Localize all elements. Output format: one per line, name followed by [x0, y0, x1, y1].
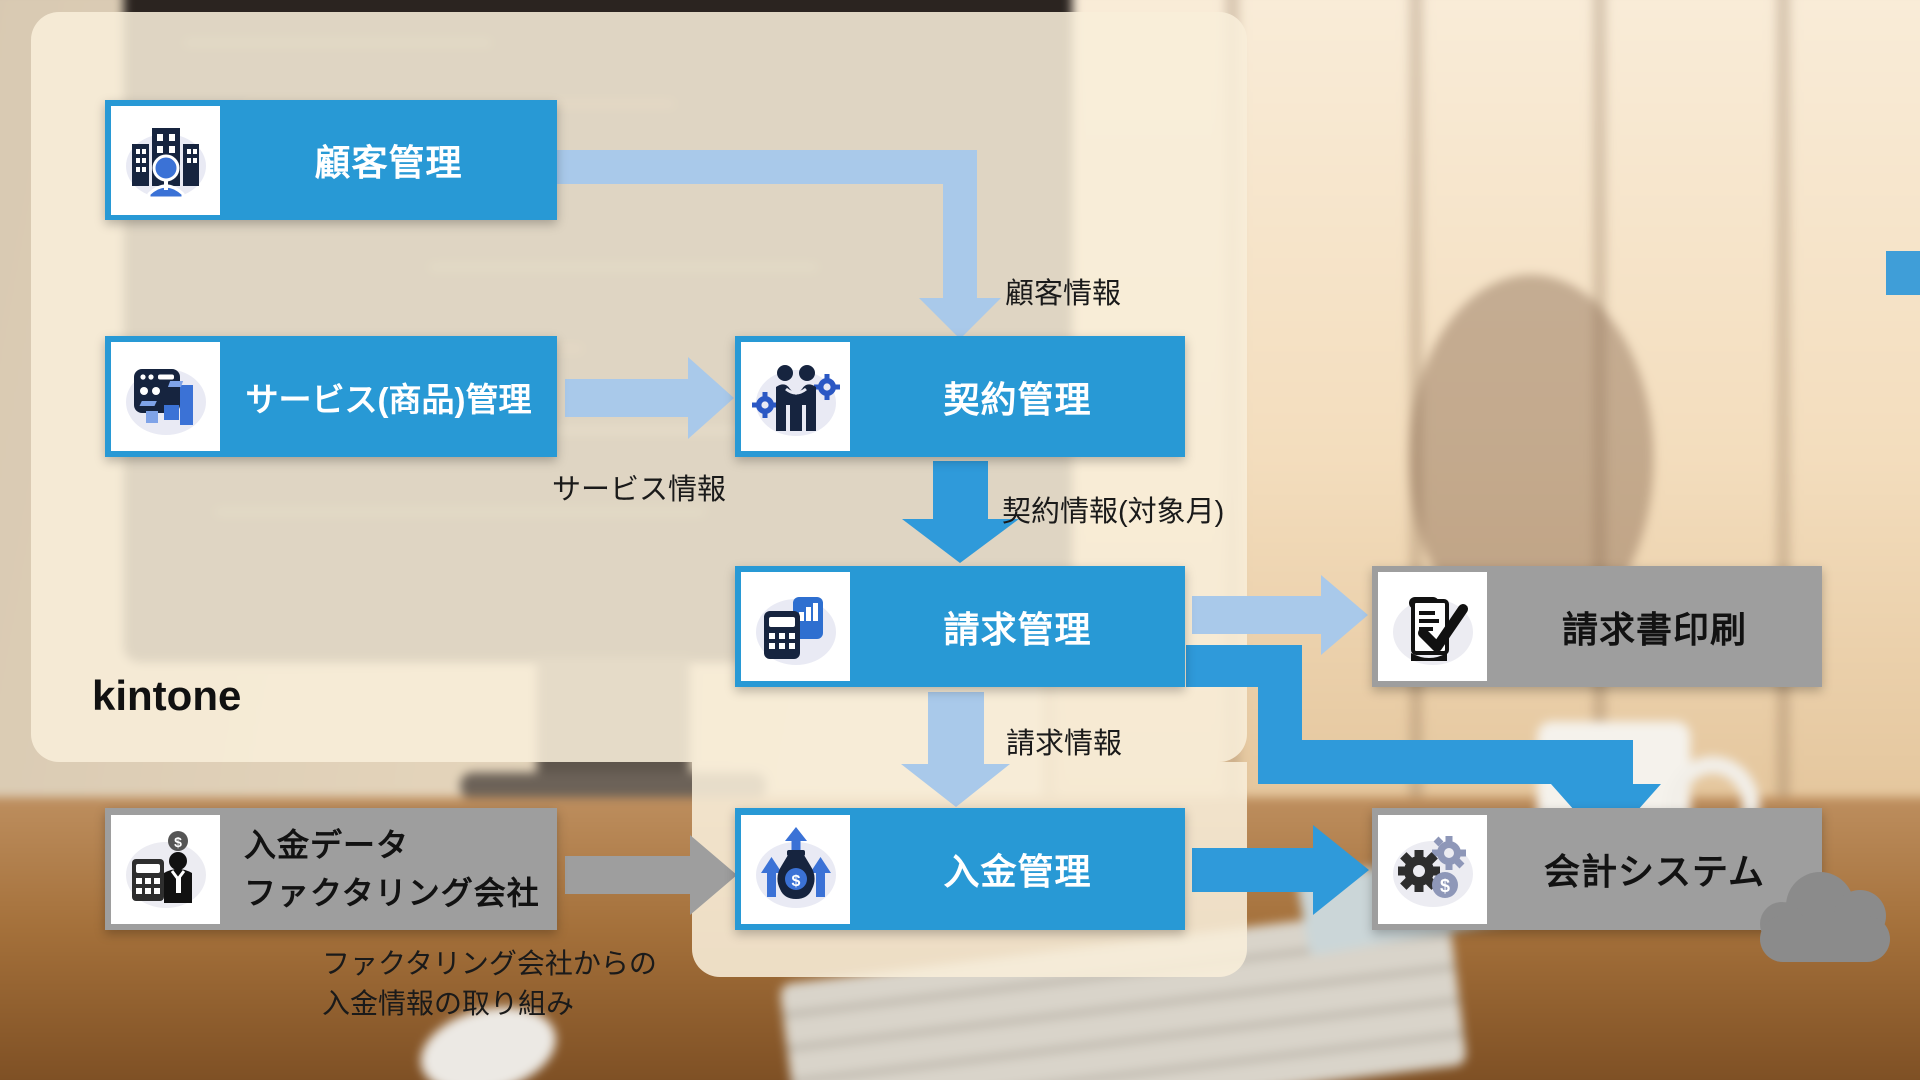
kintone-logo-text: kintone — [92, 672, 242, 719]
icon-tile — [111, 105, 220, 215]
icon-tile — [741, 572, 850, 681]
building-user-icon — [125, 128, 206, 200]
node-label: 契約管理 — [943, 378, 1092, 420]
cloud-icon — [1760, 872, 1890, 962]
blue-edge-fragment — [1886, 251, 1920, 295]
node-accounting-system: $ 会計システム — [1372, 808, 1822, 930]
node-label: 請求管理 — [943, 608, 1092, 650]
factoring-note-line2: 入金情報の取り組み — [322, 988, 575, 1019]
edge-label-factoring-note: ファクタリング会社からの 入金情報の取り組み — [322, 944, 657, 1024]
node-label: 顧客管理 — [314, 142, 463, 183]
node-contract-management: 契約管理 — [735, 336, 1185, 457]
node-deposit-management: $ 入金管理 — [735, 808, 1185, 930]
node-service-product-management: サービス(商品)管理 — [105, 336, 557, 457]
node-invoice-print: 請求書印刷 — [1372, 566, 1822, 687]
handshake-gears-icon — [751, 364, 840, 436]
node-customer-management: 顧客管理 — [105, 100, 557, 220]
icon-tile — [741, 342, 850, 451]
node-label: 請求書印刷 — [1561, 608, 1747, 650]
icon-tile — [111, 342, 220, 451]
node-label-line2: ファクタリング会社 — [244, 875, 540, 911]
node-label: 会計システム — [1544, 851, 1765, 892]
icon-tile: $ — [1378, 814, 1487, 924]
svg-text:$: $ — [174, 834, 182, 850]
factoring-note-line1: ファクタリング会社からの — [322, 948, 657, 979]
edge-label-contract-info: 契約情報(対象月) — [1002, 496, 1225, 528]
node-label-line1: 入金データ — [244, 827, 410, 863]
edge-label-customer-info: 顧客情報 — [1005, 278, 1122, 310]
calculator-phone-icon — [755, 596, 836, 665]
edge-label-billing-info: 請求情報 — [1006, 728, 1123, 760]
service-product-icon — [125, 368, 206, 435]
edge-label-service-info: サービス情報 — [552, 474, 727, 506]
node-factoring-company-data: $ 入金データ ファクタリング会社 — [105, 808, 557, 930]
money-bag-arrows-icon: $ — [755, 827, 836, 908]
gears-dollar-icon: $ — [1392, 836, 1473, 907]
node-label: サービス(商品)管理 — [245, 380, 532, 418]
svg-text:$: $ — [791, 873, 800, 890]
node-label: 入金管理 — [943, 851, 1092, 892]
factoring-calculator-icon: $ — [125, 831, 206, 908]
node-label: 入金データ ファクタリング会社 — [244, 821, 557, 917]
icon-tile: $ — [741, 814, 850, 924]
invoice-check-icon — [1392, 596, 1473, 665]
node-billing-management: 請求管理 — [735, 566, 1185, 687]
svg-text:$: $ — [1439, 876, 1449, 896]
icon-tile — [1378, 572, 1487, 681]
icon-tile: $ — [111, 814, 220, 924]
